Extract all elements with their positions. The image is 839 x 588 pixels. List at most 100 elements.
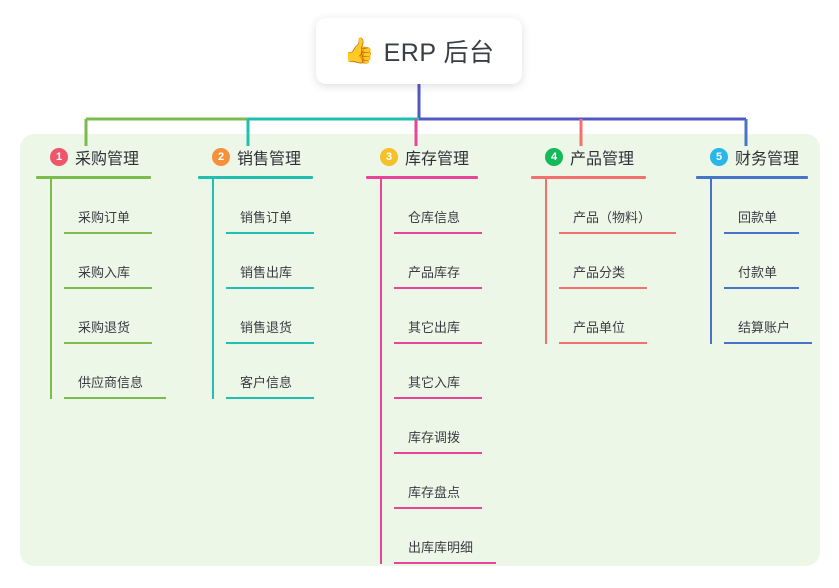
branch-item-rule [559,342,647,344]
branch-item-label: 付款单 [738,265,778,280]
branch-item-rule [724,232,799,234]
branch-column-4: 4 产品管理产品（物料） 产品分类产品单位 [531,145,691,344]
branch-item-rule [394,397,482,399]
branch-title: 采购管理 [75,151,140,168]
branch-item[interactable]: 库存盘点 [394,454,526,509]
branch-item[interactable]: 其它入库 [394,344,526,399]
branch-item-label: 回款单 [738,210,778,225]
branch-title: 销售管理 [237,151,302,168]
branch-header-rule [366,176,478,179]
content-panel [20,134,820,566]
branch-item-label: 客户信息 [240,375,293,390]
branch-item[interactable]: 结算账户 [724,289,839,344]
branch-item-rule [226,342,314,344]
branch-spine [50,179,52,399]
branch-item[interactable]: 库存调拨 [394,399,526,454]
branch-column-3: 3 库存管理仓库信息产品库存其它出库其它入库库存调拨库存盘点出库库明细 [366,145,526,564]
branch-item-list: 仓库信息产品库存其它出库其它入库库存调拨库存盘点出库库明细 [380,179,526,564]
thumbs-up-icon: 👍 [343,36,375,65]
branch-item-label: 库存调拨 [408,430,461,445]
branch-number-badge: 5 [710,148,728,166]
branch-item-rule [559,287,647,289]
branch-number-badge: 3 [380,148,398,166]
branch-spine [545,179,547,344]
branch-item-list: 回款单付款单结算账户 [710,179,839,344]
branch-item-list: 采购订单采购入库采购退货供应商信息 [50,179,186,399]
branch-column-2: 2 销售管理销售订单销售出库销售退货客户信息 [198,145,348,399]
branch-item-rule [394,562,496,564]
branch-header-3[interactable]: 3 库存管理 [366,145,526,169]
branch-number-badge: 2 [212,148,230,166]
branch-header-rule [198,176,313,179]
branch-item-label: 产品单位 [573,320,626,335]
branch-item-label: 采购入库 [78,265,131,280]
branch-item-rule [64,232,152,234]
branch-item-label: 出库库明细 [408,540,474,555]
branch-item[interactable]: 产品单位 [559,289,691,344]
branch-item-rule [226,232,314,234]
root-node[interactable]: 👍 ERP 后台 [316,18,522,84]
branch-item-label: 其它入库 [408,375,461,390]
branch-item[interactable]: 销售订单 [226,179,348,234]
branch-spine [710,179,712,344]
branch-item-label: 库存盘点 [408,485,461,500]
branch-item-rule [394,507,482,509]
branch-item-rule [226,397,314,399]
branch-item-label: 供应商信息 [78,375,144,390]
branch-spine [212,179,214,399]
branch-item[interactable]: 采购入库 [64,234,186,289]
branch-item-label: 销售出库 [240,265,293,280]
branch-item[interactable]: 供应商信息 [64,344,186,399]
branch-item-rule [394,452,482,454]
branch-item[interactable]: 仓库信息 [394,179,526,234]
branch-number-badge: 1 [50,148,68,166]
branch-title: 产品管理 [570,151,635,168]
branch-item[interactable]: 产品分类 [559,234,691,289]
branch-title: 财务管理 [735,151,800,168]
branch-item-rule [64,287,152,289]
branch-item[interactable]: 客户信息 [226,344,348,399]
branch-item[interactable]: 产品库存 [394,234,526,289]
branch-item-rule [226,287,314,289]
branch-header-1[interactable]: 1 采购管理 [36,145,186,169]
branch-item-label: 产品分类 [573,265,626,280]
branch-header-2[interactable]: 2 销售管理 [198,145,348,169]
root-title: ERP 后台 [383,39,495,67]
branch-item[interactable]: 销售退货 [226,289,348,344]
branch-header-rule [696,176,808,179]
branch-item[interactable]: 采购订单 [64,179,186,234]
branch-item-label: 销售退货 [240,320,293,335]
branch-item[interactable]: 付款单 [724,234,839,289]
branch-header-4[interactable]: 4 产品管理 [531,145,691,169]
branch-item-label: 其它出库 [408,320,461,335]
branch-item-label: 采购退货 [78,320,131,335]
branch-item-label: 产品库存 [408,265,461,280]
branch-column-5: 5 财务管理回款单付款单结算账户 [696,145,839,344]
branch-title: 库存管理 [405,151,470,168]
branch-item-rule [64,397,166,399]
branch-header-rule [36,176,151,179]
branch-item[interactable]: 回款单 [724,179,839,234]
branch-item-rule [724,342,812,344]
branch-item[interactable]: 其它出库 [394,289,526,344]
branch-item-label: 仓库信息 [408,210,461,225]
branch-item-label: 产品（物料） [573,210,652,225]
branch-item-rule [724,287,799,289]
branch-item-label: 采购订单 [78,210,131,225]
branch-header-5[interactable]: 5 财务管理 [696,145,839,169]
branch-column-1: 1 采购管理采购订单采购入库采购退货供应商信息 [36,145,186,399]
branch-item[interactable]: 销售出库 [226,234,348,289]
branch-item-rule [394,232,482,234]
branch-header-rule [531,176,646,179]
branch-spine [380,179,382,564]
branch-item-list: 销售订单销售出库销售退货客户信息 [212,179,348,399]
branch-number-badge: 4 [545,148,563,166]
branch-item-rule [559,232,676,234]
branch-item-label: 销售订单 [240,210,293,225]
branch-item-list: 产品（物料） 产品分类产品单位 [545,179,691,344]
branch-item[interactable]: 采购退货 [64,289,186,344]
branch-item[interactable]: 出库库明细 [394,509,526,564]
branch-item[interactable]: 产品（物料） [559,179,691,234]
branch-item-rule [64,342,152,344]
